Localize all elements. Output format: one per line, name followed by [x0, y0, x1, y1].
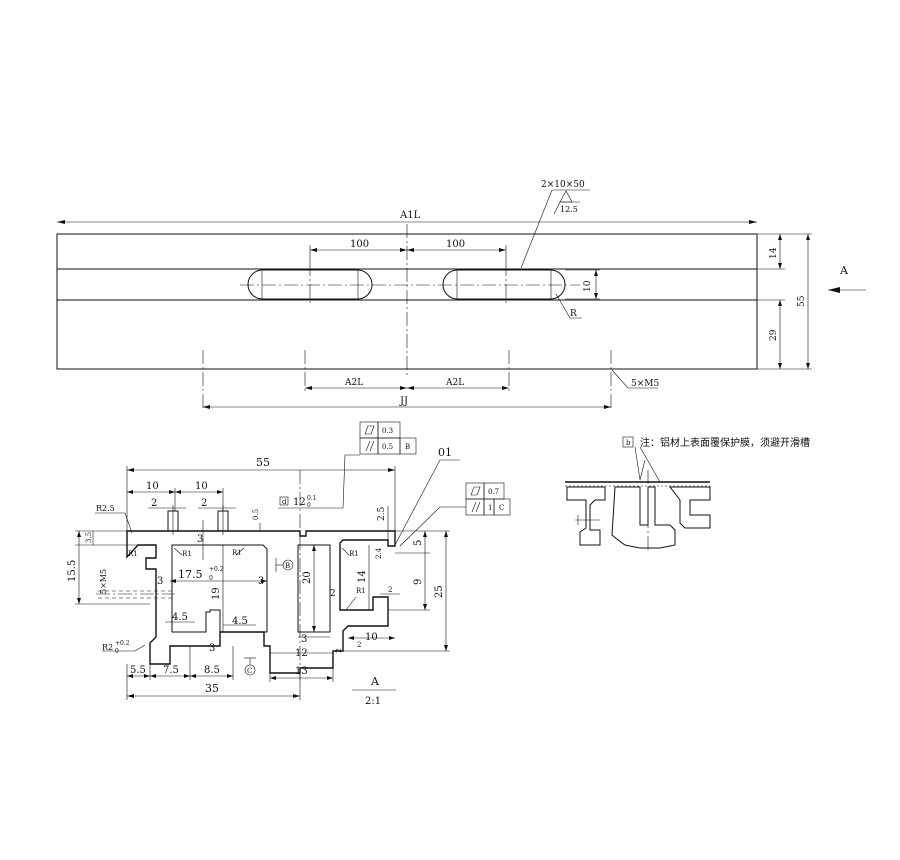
radius-r1-c: R1 [232, 549, 242, 557]
dim-17-5: 17.5 [178, 568, 203, 581]
radius-r1-d: R1 [349, 550, 359, 558]
dim-5: 5 [413, 540, 424, 546]
dim-slot-width: 10 [583, 280, 593, 292]
dim-35: 35 [205, 682, 219, 695]
dim-10b: 10 [195, 481, 208, 492]
parallelism-icon [471, 501, 481, 513]
dim-20: 20 [302, 571, 313, 584]
tol-r2-lower: 0 [115, 648, 119, 655]
datum-b: B [285, 562, 290, 570]
flatness-icon [364, 425, 375, 435]
datum-c-marker [244, 664, 256, 676]
dim-hole-span: JJ [399, 396, 408, 407]
flat-symbol-box [279, 496, 289, 506]
slot-radius-label: R [570, 309, 577, 319]
dim-3c: 3 [197, 534, 203, 545]
dim-19: 19 [211, 587, 222, 600]
radius-r1-b: R1 [182, 550, 192, 558]
section-profile-outline [126, 530, 396, 674]
dim-5-5: 5.5 [130, 665, 146, 676]
flat-symbol: d [282, 498, 287, 506]
top-view: A1L 100 100 2×10×50 12.5 10 R 14 29 [56, 180, 866, 410]
thread-5xm5: 5×M5 [99, 569, 108, 594]
fcf2-flatness: 0.7 [488, 488, 499, 496]
fcf2-datum: C [499, 504, 504, 512]
tol-17-5-upper: +0.2 [209, 566, 224, 573]
fcf1-parallelism: 0.5 [382, 443, 393, 451]
feature-control-frame-2: 0.7 1 C [399, 482, 511, 547]
dim-2-5: 2.5 [377, 506, 387, 521]
dim-hole-pitch-right: A2L [445, 378, 464, 388]
dim-13: 13 [295, 666, 308, 677]
slot-callout: 2×10×50 [541, 180, 585, 190]
dim-3e: 3 [301, 634, 307, 645]
radius-r2-5: R2.5 [96, 504, 115, 513]
dim-2f: 2 [357, 641, 361, 649]
note-symbol: b [626, 439, 631, 447]
fcf1-flatness: 0.3 [382, 427, 393, 435]
dim-height-top: 14 [769, 247, 779, 259]
dim-overall-length: A1L [399, 210, 421, 221]
dim-55: 55 [256, 456, 270, 469]
dim-2d: 2 [330, 589, 336, 599]
section-view: 55 10 10 2 2 R2.5 3.5 15.5 5×M5 R1 R1 R1 [67, 421, 511, 707]
dim-3-5: 3.5 [85, 532, 93, 543]
dim-slot-spacing-left: 100 [350, 239, 369, 250]
dim-4-5b: 4.5 [232, 616, 248, 627]
dim-3a: 3 [157, 576, 163, 587]
slot-callout-leader [520, 189, 590, 269]
dim-2e: 2 [388, 586, 392, 594]
roughness-symbol [559, 190, 573, 203]
note-section: b 注：铝材上表面覆保护膜，须避开滑槽 [622, 436, 810, 483]
dim-7-5: 7.5 [163, 665, 179, 676]
feature-control-frame-1: 0.3 0.5 B [359, 421, 417, 455]
dim-9: 9 [413, 579, 424, 585]
note-symbol-box [622, 436, 634, 448]
dim-8-5: 8.5 [204, 665, 220, 676]
label-01: 01 [438, 446, 452, 459]
dim-2c: 2 [335, 649, 343, 653]
dim-10c: 10 [365, 632, 378, 643]
dim-height-bottom: 29 [769, 329, 779, 341]
dim-2-4: 2.4 [375, 547, 383, 559]
dim-10a: 10 [146, 481, 159, 492]
datum-c: C [247, 667, 252, 675]
slot-right [442, 269, 566, 300]
section-view-label: A [370, 675, 380, 688]
parallelism-icon [365, 440, 375, 452]
small-profile-view [565, 470, 711, 552]
dim-2a: 2 [151, 498, 157, 509]
fcf2-parallelism: 1 [488, 504, 492, 512]
datum-b-marker [282, 559, 294, 571]
radius-r2: R2 [102, 643, 113, 652]
dim-2b: 2 [201, 498, 207, 509]
dim-15-5: 15.5 [67, 560, 78, 582]
dim-overall-height: 55 [797, 295, 807, 307]
dim-12a: 12 [293, 497, 306, 508]
flatness-icon [470, 486, 481, 496]
tol-17-5-lower: 0 [209, 575, 213, 582]
radius-r1-e: R1 [356, 587, 366, 595]
dim-4-5a: 4.5 [172, 612, 188, 623]
dim-12b: 12 [295, 648, 308, 659]
dim-0-5: 0.5 [252, 509, 260, 520]
dim-slot-spacing-right: 100 [446, 239, 465, 250]
fcf1-datum: B [405, 443, 410, 451]
dim-25: 25 [434, 585, 445, 598]
tol-12-lower: 0 [307, 502, 311, 509]
tol-12-upper: 0.1 [307, 495, 317, 502]
hole-callout: 5×M5 [631, 379, 659, 389]
dim-3b: 3 [258, 576, 264, 587]
radius-r1-a: R1 [128, 550, 138, 558]
dim-14: 14 [357, 570, 368, 583]
note-text: 注：铝材上表面覆保护膜，须避开滑槽 [640, 436, 810, 449]
view-arrow-label: A [839, 264, 849, 277]
dim-3d: 3 [209, 643, 215, 654]
dim-hole-pitch-left: A2L [344, 378, 363, 388]
tol-r2-upper: +0.2 [115, 640, 130, 647]
section-scale: 2:1 [365, 696, 381, 707]
roughness-value: 12.5 [560, 205, 578, 214]
